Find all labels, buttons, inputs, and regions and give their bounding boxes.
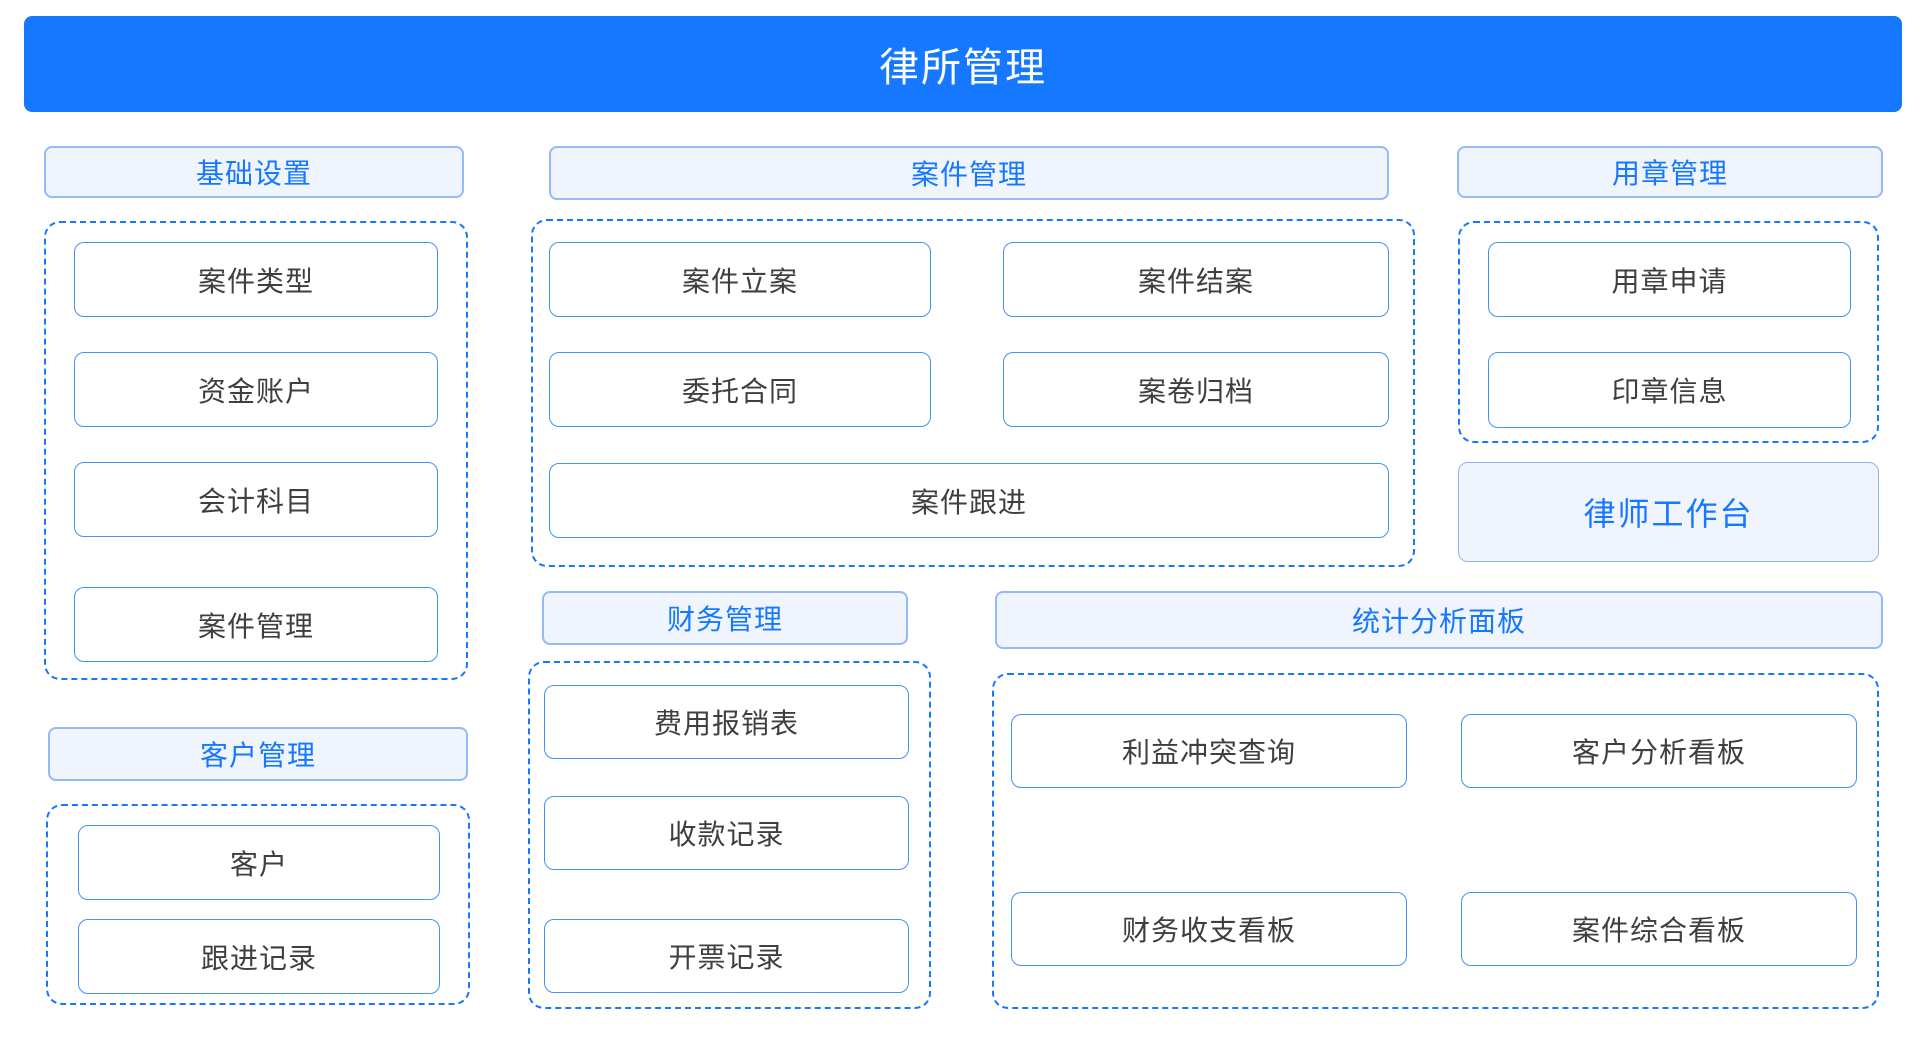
module-item-invoice-record[interactable]: 开票记录 <box>544 919 909 993</box>
module-item-case-archive[interactable]: 案卷归档 <box>1003 352 1389 427</box>
module-item-expense-reimbursement[interactable]: 费用报销表 <box>544 685 909 759</box>
module-item-case-closing[interactable]: 案件结案 <box>1003 242 1389 317</box>
module-item-accounting-subject[interactable]: 会计科目 <box>74 462 438 537</box>
module-item-follow-up-record[interactable]: 跟进记录 <box>78 919 440 994</box>
module-item-customer-analytics-board[interactable]: 客户分析看板 <box>1461 714 1857 788</box>
section-header-seal-management: 用章管理 <box>1457 146 1883 198</box>
module-group-analytics-panel <box>992 673 1879 1009</box>
module-item-conflict-check[interactable]: 利益冲突查询 <box>1011 714 1407 788</box>
section-header-basic-settings: 基础设置 <box>44 146 464 198</box>
section-header-customer-management: 客户管理 <box>48 727 468 781</box>
module-item-seal-info[interactable]: 印章信息 <box>1488 352 1851 428</box>
module-item-case-follow-up[interactable]: 案件跟进 <box>549 463 1389 538</box>
module-item-seal-application[interactable]: 用章申请 <box>1488 242 1851 317</box>
section-header-finance-management: 财务管理 <box>542 591 908 645</box>
module-group-customer-management <box>46 804 470 1005</box>
module-item-case-management[interactable]: 案件管理 <box>74 587 438 662</box>
module-item-finance-balance-board[interactable]: 财务收支看板 <box>1011 892 1407 966</box>
module-group-finance-management <box>528 661 931 1009</box>
module-group-basic-settings <box>44 221 468 680</box>
page-title: 律所管理 <box>24 16 1902 112</box>
module-item-case-filing[interactable]: 案件立案 <box>549 242 931 317</box>
module-item-case-type[interactable]: 案件类型 <box>74 242 438 317</box>
module-group-seal-management <box>1458 221 1879 443</box>
module-item-case-overview-board[interactable]: 案件综合看板 <box>1461 892 1857 966</box>
lawyer-workbench-tile[interactable]: 律师工作台 <box>1458 462 1879 562</box>
module-item-fund-account[interactable]: 资金账户 <box>74 352 438 427</box>
module-item-payment-record[interactable]: 收款记录 <box>544 796 909 870</box>
section-header-case-management: 案件管理 <box>549 146 1389 200</box>
module-item-customer[interactable]: 客户 <box>78 825 440 900</box>
module-item-entrust-contract[interactable]: 委托合同 <box>549 352 931 427</box>
module-group-case-management <box>531 219 1415 567</box>
section-header-analytics-panel: 统计分析面板 <box>995 591 1883 649</box>
